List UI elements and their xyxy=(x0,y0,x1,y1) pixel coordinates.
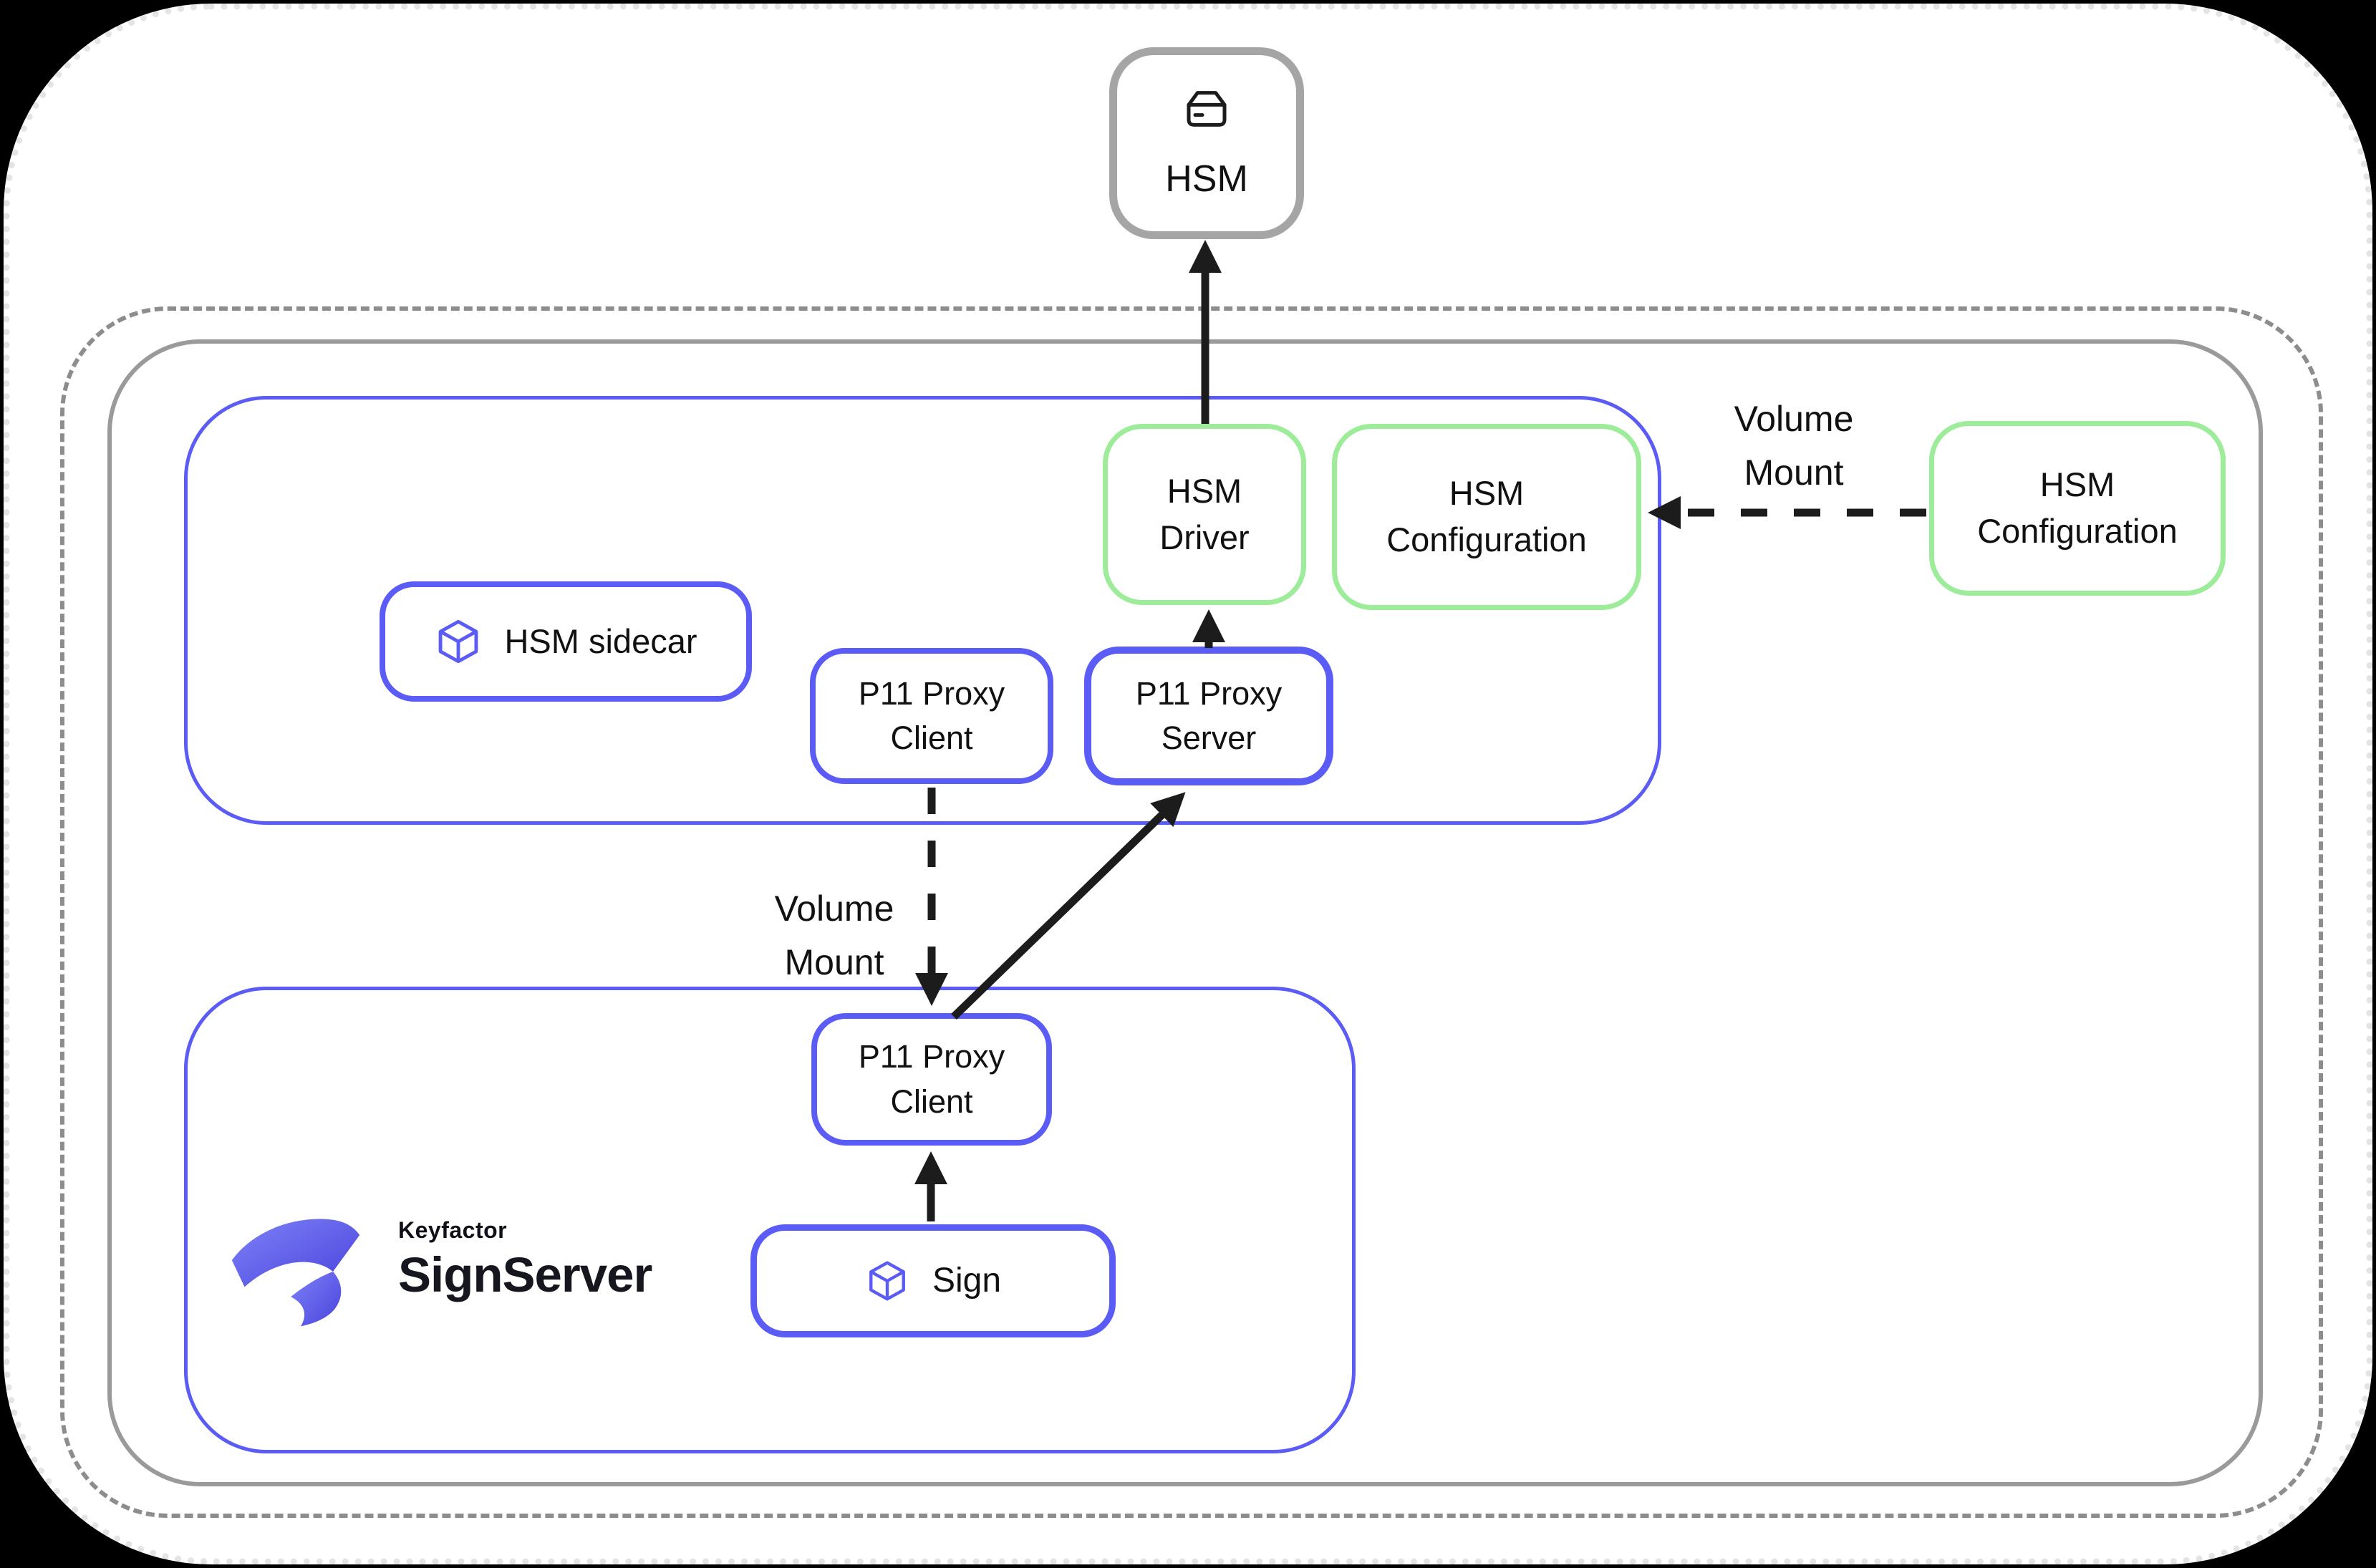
node-hsm-sidecar: HSM sidecar xyxy=(380,581,752,702)
volume-mount-label-top-line1: Volume xyxy=(1734,399,1854,439)
keyfactor-signserver-logo: Keyfactor SignServer xyxy=(228,1213,652,1327)
node-hsm-sidecar-label: HSM sidecar xyxy=(504,621,697,660)
volume-mount-label-left-line1: Volume xyxy=(774,889,894,929)
signserver-pod-container xyxy=(184,987,1356,1453)
node-hsm-driver-line2: Driver xyxy=(1159,518,1250,556)
logo-brand-text: Keyfactor xyxy=(398,1217,508,1243)
volume-mount-label-top: Volume Mount xyxy=(1665,392,1923,500)
node-p11-proxy-client-bottom-line1: P11 Proxy xyxy=(858,1038,1005,1075)
hsm-sidecar-pod-container xyxy=(184,396,1661,825)
logo-product-text: SignServer xyxy=(398,1247,652,1302)
node-hsm-label: HSM xyxy=(1165,158,1248,200)
volume-mount-label-left: Volume Mount xyxy=(705,882,963,989)
node-hsm-driver-line1: HSM xyxy=(1167,471,1242,510)
node-hsm-driver: HSM Driver xyxy=(1103,424,1306,605)
hard-drive-icon xyxy=(1187,91,1227,127)
node-hsm: HSM xyxy=(1109,47,1304,239)
volume-mount-label-left-line2: Mount xyxy=(784,942,884,982)
node-p11-proxy-server-line2: Server xyxy=(1161,720,1257,756)
cube-icon xyxy=(869,1261,905,1301)
node-hsm-configuration-outer-line1: HSM xyxy=(2039,465,2115,504)
node-hsm-configuration-outer-line2: Configuration xyxy=(1977,512,2178,550)
node-sign-label: Sign xyxy=(932,1261,1002,1300)
node-p11-proxy-client-bottom-line2: Client xyxy=(890,1083,973,1120)
node-p11-proxy-client-top-line2: Client xyxy=(890,720,973,756)
outer-dashed-container xyxy=(60,306,2323,1518)
node-hsm-configuration-inner-line2: Configuration xyxy=(1386,521,1587,558)
node-p11-proxy-client-top-line1: P11 Proxy xyxy=(858,674,1005,712)
node-p11-proxy-client-top: P11 Proxy Client xyxy=(810,648,1053,784)
node-p11-proxy-server-line1: P11 Proxy xyxy=(1135,674,1283,712)
node-p11-proxy-server: P11 Proxy Server xyxy=(1084,647,1333,785)
volume-mount-label-top-line2: Mount xyxy=(1744,453,1844,493)
logo-wordmark: Keyfactor SignServer xyxy=(398,1217,652,1303)
keyfactor-ribbon-icon xyxy=(231,1219,360,1327)
node-hsm-configuration-inner: HSM Configuration xyxy=(1332,424,1641,610)
node-hsm-configuration-outer: HSM Configuration xyxy=(1929,421,2226,596)
cube-icon xyxy=(439,619,478,664)
node-hsm-configuration-inner-line1: HSM xyxy=(1449,474,1525,513)
node-p11-proxy-client-bottom: P11 Proxy Client xyxy=(811,1013,1052,1146)
node-sign: Sign xyxy=(750,1224,1116,1337)
host-solid-container xyxy=(107,339,2263,1486)
